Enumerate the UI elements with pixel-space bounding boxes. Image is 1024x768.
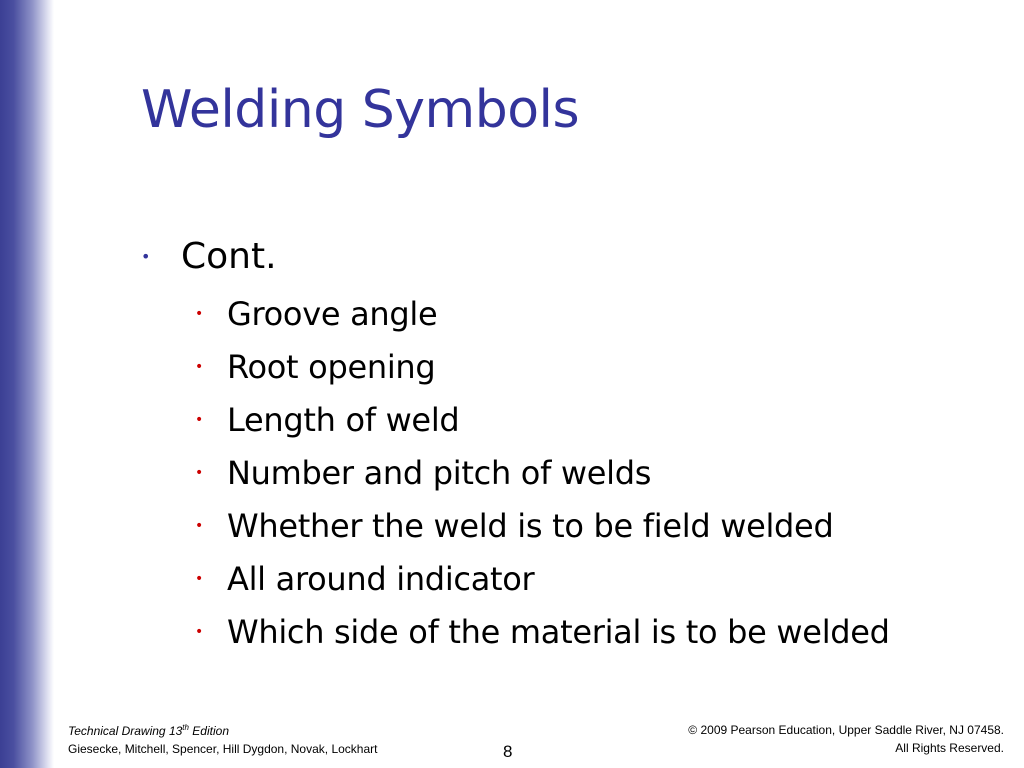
footer-book-info: Technical Drawing 13th Edition Giesecke,…	[68, 722, 377, 758]
sub-bullet-text: Number and pitch of welds	[227, 454, 652, 492]
copyright-line-2: All Rights Reserved.	[895, 741, 1004, 755]
footer-authors: Giesecke, Mitchell, Spencer, Hill Dygdon…	[68, 742, 378, 756]
sub-bullet-text: All around indicator	[227, 560, 535, 598]
sub-bullet-dot-icon: •	[195, 359, 204, 375]
sub-bullet-text: Length of weld	[227, 401, 460, 439]
sub-bullet-text: Which side of the material is to be weld…	[227, 613, 890, 651]
footer-book-title: Technical Drawing 13th Edition	[68, 722, 377, 740]
sub-bullet-dot-icon: •	[195, 518, 204, 534]
footer-copyright: © 2009 Pearson Education, Upper Saddle R…	[688, 721, 1004, 757]
side-gradient-bar	[0, 0, 54, 768]
page-number: 8	[503, 742, 513, 761]
sub-bullet-dot-icon: •	[195, 465, 204, 481]
bullet-level1: • Cont.	[141, 234, 1001, 288]
sub-bullet-item: • All around indicator	[141, 553, 1001, 606]
sub-bullet-text: Whether the weld is to be field welded	[227, 507, 834, 545]
sub-bullet-text: Groove angle	[227, 295, 438, 333]
sub-bullet-item: • Groove angle	[141, 288, 1001, 341]
edition-word: Edition	[188, 724, 229, 738]
sub-bullet-text: Root opening	[227, 348, 436, 386]
sub-bullet-dot-icon: •	[195, 306, 204, 322]
sub-bullet-item: • Root opening	[141, 341, 1001, 394]
slide-title: Welding Symbols	[141, 80, 580, 140]
sub-bullet-item: • Which side of the material is to be we…	[141, 606, 1001, 659]
edition-superscript: th	[182, 723, 189, 732]
sub-bullet-item: • Length of weld	[141, 394, 1001, 447]
bullet-dot-icon: •	[141, 247, 151, 266]
sub-bullet-dot-icon: •	[195, 624, 204, 640]
book-title-text: Technical Drawing 13	[68, 724, 183, 738]
copyright-line-1: © 2009 Pearson Education, Upper Saddle R…	[688, 723, 1004, 737]
sub-bullet-item: • Number and pitch of welds	[141, 447, 1001, 500]
bullet-text: Cont.	[181, 236, 277, 277]
sub-bullet-dot-icon: •	[195, 571, 204, 587]
sub-bullet-dot-icon: •	[195, 412, 204, 428]
bullet-list: • Cont. • Groove angle • Root opening • …	[141, 234, 1001, 659]
sub-bullet-item: • Whether the weld is to be field welded	[141, 500, 1001, 553]
